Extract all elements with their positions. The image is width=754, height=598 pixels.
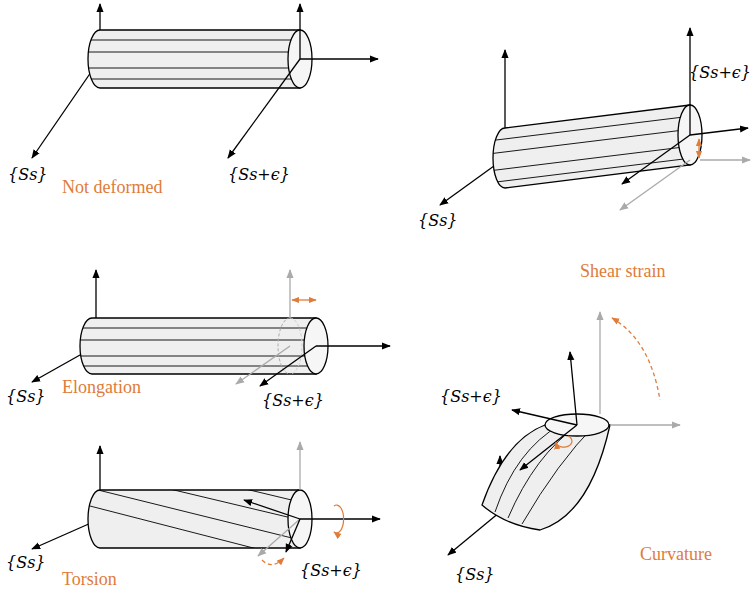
axis-arrow xyxy=(70,328,316,329)
axis-arrow xyxy=(599,312,600,414)
cylinder-outline xyxy=(88,490,300,548)
illustration-part xyxy=(440,28,750,210)
deformation-caption: Shear strain xyxy=(580,262,665,282)
illustration-part xyxy=(32,270,390,386)
axis-arrow xyxy=(80,68,300,69)
illustration-part xyxy=(32,442,380,565)
illustration-part xyxy=(495,425,595,524)
axis-arrow xyxy=(90,452,300,502)
axis-arrow xyxy=(80,52,300,53)
axis-arrow xyxy=(448,512,500,555)
axis-arrow xyxy=(300,518,380,519)
frame-label: {Ss} xyxy=(8,166,48,184)
axis-arrow xyxy=(90,470,300,520)
axis-arrow xyxy=(292,299,316,300)
axis-arrow xyxy=(299,442,300,490)
axis-arrow xyxy=(70,366,316,367)
illustration-part xyxy=(90,452,300,560)
deformation-caption: Torsion xyxy=(62,570,117,590)
axis-arrow xyxy=(690,128,748,135)
cylinder-outline xyxy=(556,436,572,447)
illustration-part xyxy=(480,115,700,184)
frame-label: {Ss+ϵ} xyxy=(689,64,751,82)
cylinder-outline xyxy=(495,425,560,512)
axis-arrow xyxy=(698,139,699,158)
cylinder-outline xyxy=(612,318,660,400)
axis-arrow xyxy=(260,346,316,386)
frame-label: {Ss} xyxy=(6,554,46,572)
frame-label: {Ss} xyxy=(455,566,495,584)
axis-arrow xyxy=(299,4,300,59)
axis-arrow xyxy=(300,58,378,59)
axis-arrow xyxy=(620,160,690,210)
cylinder-outline xyxy=(508,425,578,518)
deformation-caption: Not deformed xyxy=(62,178,162,198)
axis-arrow xyxy=(236,346,290,384)
illustration-part xyxy=(32,4,378,158)
axis-arrow xyxy=(80,79,300,80)
frame-label: {Ss} xyxy=(418,212,458,230)
axis-arrow xyxy=(520,425,577,470)
deformation-caption: Curvature xyxy=(640,545,712,565)
axis-arrow xyxy=(622,135,690,184)
axis-arrow xyxy=(512,410,577,425)
axis-arrow xyxy=(570,352,577,425)
axis-arrow xyxy=(258,519,300,556)
axis-arrow xyxy=(286,519,300,552)
frame-label: {Ss} xyxy=(6,388,46,406)
frame-label: {Ss+ϵ} xyxy=(228,166,290,184)
axis-arrow xyxy=(480,115,700,142)
cylinder-outline xyxy=(290,318,302,374)
cylinder-outline xyxy=(334,505,344,533)
axis-arrow xyxy=(316,345,390,346)
axis-arrow xyxy=(289,270,290,318)
illustration-part xyxy=(448,312,680,555)
cylinder-outline xyxy=(262,558,284,565)
axis-arrow xyxy=(244,500,300,519)
axis-arrow xyxy=(480,157,700,184)
cylinder-outline xyxy=(493,105,690,188)
cylinder-outline xyxy=(482,425,610,530)
deformation-caption: Elongation xyxy=(62,378,141,398)
axis-arrow xyxy=(70,340,316,341)
axis-arrow xyxy=(80,40,300,41)
axis-arrow xyxy=(228,59,300,158)
axis-arrow xyxy=(480,145,700,172)
axis-arrow xyxy=(90,506,300,560)
illustration-part xyxy=(80,40,300,79)
frame-label: {Ss+ϵ} xyxy=(300,562,362,580)
axis-arrow xyxy=(700,159,750,160)
frame-label: {Ss+ϵ} xyxy=(440,388,502,406)
frame-label: {Ss+ϵ} xyxy=(262,392,324,410)
axis-arrow xyxy=(610,424,680,425)
